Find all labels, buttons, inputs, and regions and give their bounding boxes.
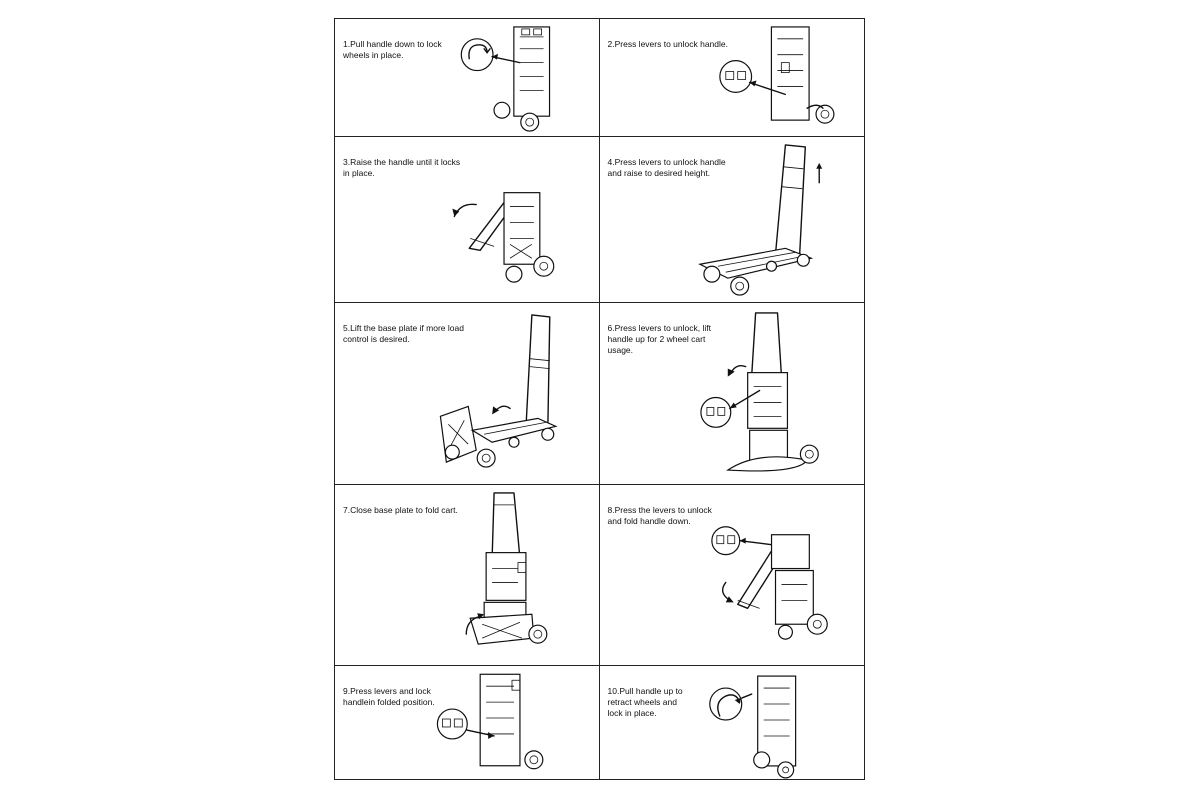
step-9-panel: 9.Press levers and lock handlein folded … — [335, 666, 600, 780]
step-5-panel: 5.Lift the base plate if more load contr… — [335, 303, 600, 485]
step-5-text: 5.Lift the base plate if more load contr… — [343, 323, 464, 344]
step-7-base-plate-close-illustration — [465, 492, 548, 645]
step-2-folded-cart-illustration — [718, 26, 834, 124]
step-8-handle-fold-illustration — [710, 526, 828, 640]
step-4-cart-platform-mode-illustration — [697, 144, 822, 296]
step-9-text: 9.Press levers and lock handlein folded … — [343, 686, 435, 707]
step-8-text: 8.Press the levers to unlock and fold ha… — [607, 505, 712, 526]
step-2-text: 2.Press levers to unlock handle. — [607, 39, 729, 49]
step-6-text: 6.Press levers to unlock, lift handle up… — [607, 323, 711, 355]
step-4-text: 4.Press levers to unlock handle and rais… — [607, 157, 726, 178]
step-10-wheels-retract-illustration — [708, 675, 796, 779]
step-9-folded-lock-illustration — [436, 673, 544, 770]
step-6-panel: 6.Press levers to unlock, lift handle up… — [599, 303, 864, 485]
instruction-sheet: 1.Pull handle down to lock wheels in pla… — [334, 18, 865, 780]
step-2-panel: 2.Press levers to unlock handle. — [599, 19, 864, 137]
step-10-panel: 10.Pull handle up to retract wheels and … — [600, 666, 865, 780]
step-4-panel: 4.Press levers to unlock handle and rais… — [599, 137, 864, 303]
step-3-panel: 3.Raise the handle until it locks in pla… — [335, 137, 600, 303]
step-1-text: 1.Pull handle down to lock wheels in pla… — [343, 39, 442, 60]
step-5-base-plate-lift-illustration — [439, 314, 558, 468]
step-1-folded-cart-illustration — [460, 26, 551, 132]
step-7-text: 7.Close base plate to fold cart. — [343, 505, 458, 515]
step-10-text: 10.Pull handle up to retract wheels and … — [607, 686, 683, 718]
step-8-panel: 8.Press the levers to unlock and fold ha… — [599, 485, 864, 666]
step-1-panel: 1.Pull handle down to lock wheels in pla… — [335, 19, 600, 137]
step-3-cart-handle-raising-illustration — [452, 192, 555, 283]
step-6-two-wheel-cart-illustration — [699, 312, 819, 472]
step-7-panel: 7.Close base plate to fold cart. — [335, 485, 600, 666]
step-3-text: 3.Raise the handle until it locks in pla… — [343, 157, 461, 178]
